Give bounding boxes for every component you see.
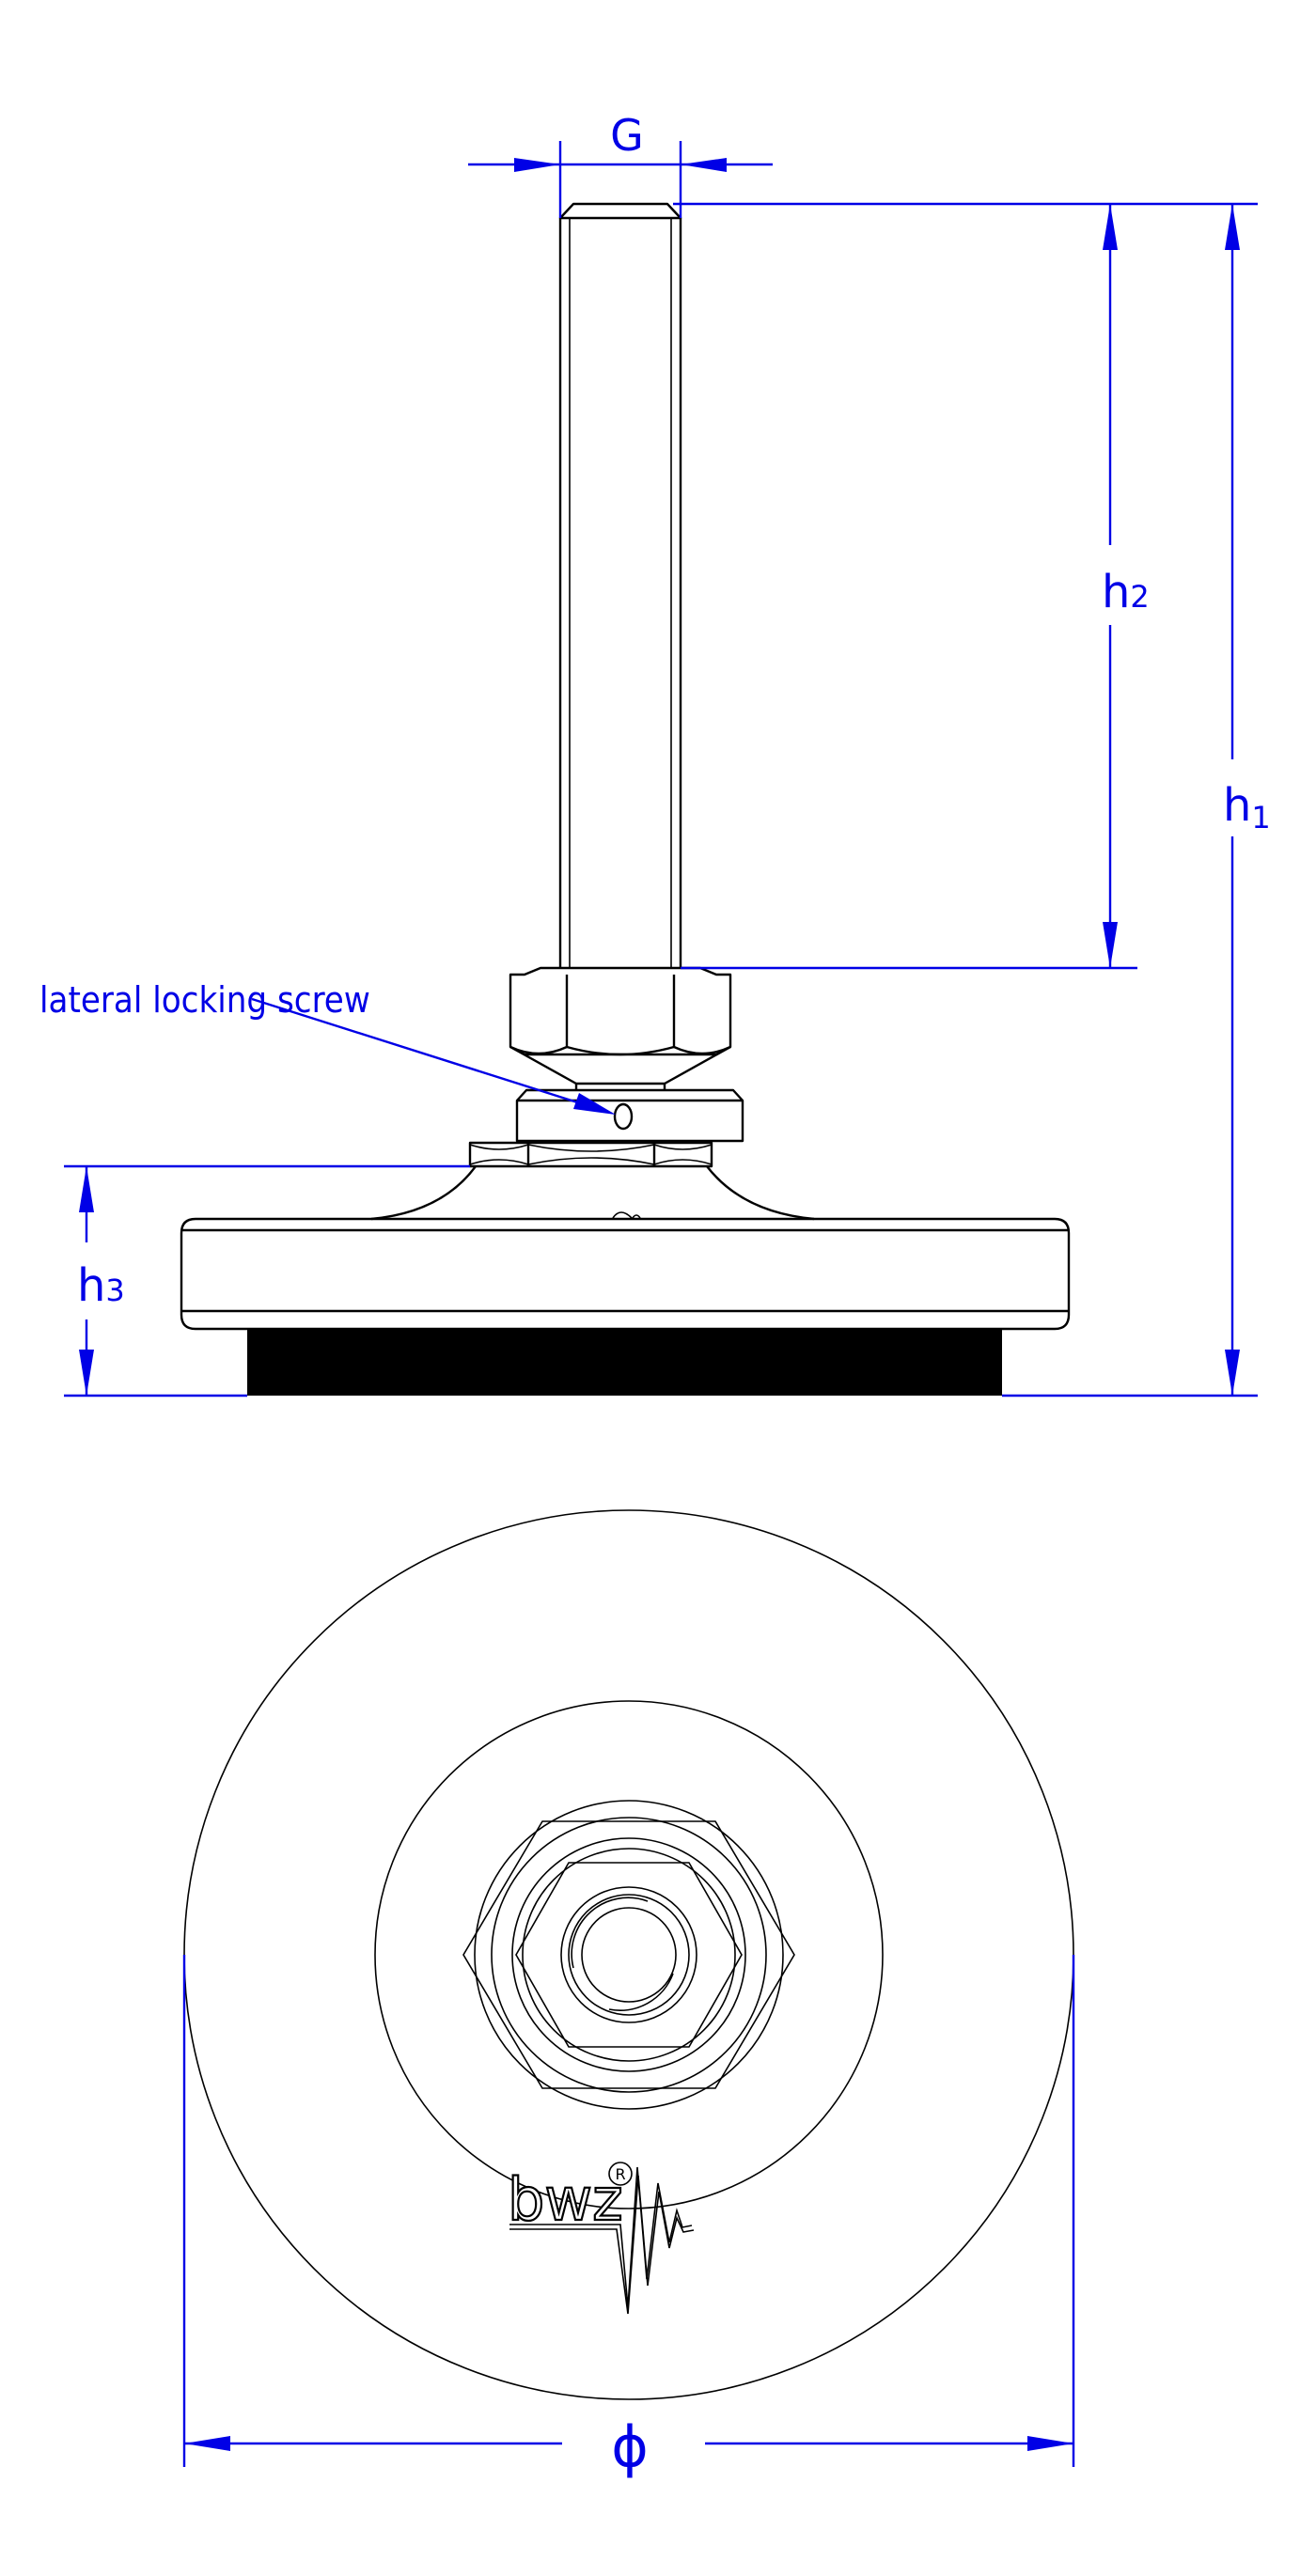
registered-mark: R [615,2165,625,2183]
dimension-g: G [468,110,773,218]
dimension-label-h1: h1 [1223,779,1271,835]
stud-circle [581,1907,677,2003]
top-view: bwz R [183,1509,1074,2400]
base-outer-circle [183,1509,1074,2400]
collar [515,1088,744,1143]
base-cone [370,1165,477,1221]
dimension-label-diameter: ϕ [611,2414,649,2480]
threaded-stud [558,202,682,968]
bwz-logo: bwz R [507,2162,695,2315]
dimension-diameter: ϕ [182,1955,1075,2480]
cone-circle [374,1700,884,2209]
small-screw-head [612,1211,641,1219]
dimension-h1: h1 [1223,204,1271,1396]
callout-lateral-locking-screw: lateral locking screw [39,979,616,1115]
upper-hex-nut [509,966,732,1091]
small-hex-nut-top [515,1862,743,2048]
side-view [180,202,1071,1396]
dimension-h3: h3 [77,1166,125,1396]
rubber-pad [247,1329,1002,1396]
locking-screw-hole [613,1102,634,1131]
callout-label: lateral locking screw [39,979,370,1021]
large-hex-nut-top [462,1820,795,2089]
logo-text: bwz [508,2165,623,2234]
dimension-label-g: G [610,110,644,161]
lower-hex-nut [468,1141,713,1168]
dimension-label-h3: h3 [77,1259,125,1312]
dimension-h2: h2 [1102,204,1150,968]
dimension-label-h2: h2 [1102,566,1150,618]
base-disc [180,1217,1071,1331]
seismic-wave-icon [509,2166,693,2308]
